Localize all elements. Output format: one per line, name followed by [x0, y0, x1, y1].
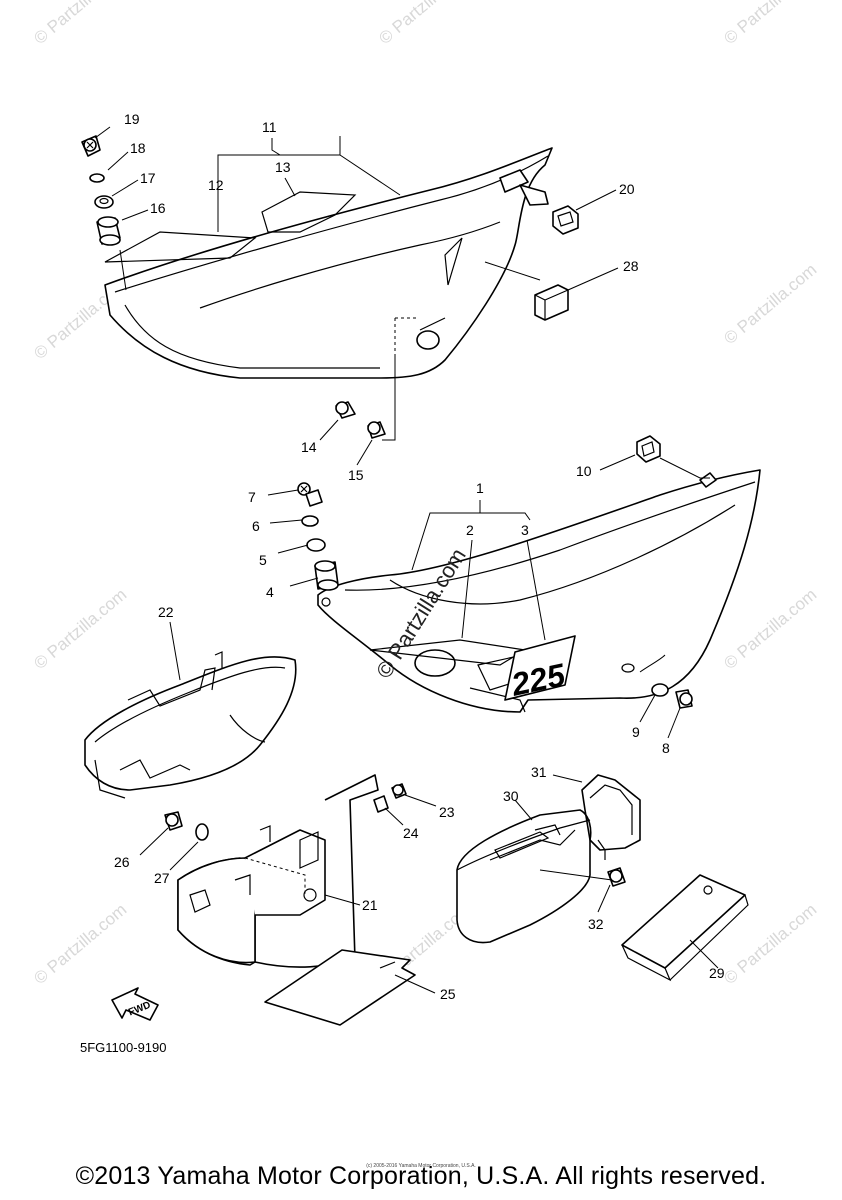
hardware-14-15 — [335, 401, 386, 439]
copyright-notice: ©2013 Yamaha Motor Corporation, U.S.A. A… — [75, 1162, 767, 1190]
left-side-cover — [104, 147, 553, 379]
watermark: © Partzilla.com — [720, 0, 820, 48]
callout-8: 8 — [662, 740, 670, 756]
callout-3: 3 — [521, 522, 529, 538]
watermark: © Partzilla.com — [720, 585, 820, 673]
callout-18: 18 — [130, 140, 146, 156]
callout-22: 22 — [158, 604, 174, 620]
callout-21: 21 — [362, 897, 378, 913]
band-part-31 — [581, 774, 641, 860]
damper-part-28 — [534, 284, 569, 321]
callout-4: 4 — [266, 584, 274, 600]
callout-26: 26 — [114, 854, 130, 870]
grommet-part-20 — [552, 205, 579, 235]
callout-10: 10 — [576, 463, 592, 479]
hardware-23-27 — [164, 783, 407, 841]
leader-lines — [94, 126, 719, 994]
callout-5: 5 — [259, 552, 267, 568]
diagram-reference-code: 5FG1100-9190 — [80, 1040, 167, 1055]
watermark: © Partzilla.com — [720, 900, 820, 988]
callout-labels: 1 2 3 4 5 6 7 8 9 10 11 12 13 14 15 16 1… — [114, 111, 725, 1002]
callout-15: 15 — [348, 467, 364, 483]
pad-part-29 — [621, 874, 749, 982]
right-side-cover — [317, 469, 761, 713]
watermark: © Partzilla.com — [30, 585, 130, 673]
bolt-part-32 — [607, 867, 626, 887]
tool-case-part-30 — [456, 809, 592, 944]
callout-1: 1 — [476, 480, 484, 496]
callout-16: 16 — [150, 200, 166, 216]
watermark: © Partzilla.com — [30, 0, 130, 48]
callout-7: 7 — [248, 489, 256, 505]
callout-6: 6 — [252, 518, 260, 534]
bracket-part-22 — [84, 651, 297, 799]
hardware-4-7 — [297, 482, 339, 591]
callout-12: 12 — [208, 177, 224, 193]
callout-32: 32 — [588, 916, 604, 932]
fwd-arrow-icon: FWD — [111, 987, 159, 1021]
callout-31: 31 — [531, 764, 547, 780]
callout-23: 23 — [439, 804, 455, 820]
battery-box-part-21 — [177, 774, 379, 968]
callout-27: 27 — [154, 870, 170, 886]
hardware-8-10 — [621, 435, 693, 709]
callout-20: 20 — [619, 181, 635, 197]
callout-2: 2 — [466, 522, 474, 538]
callout-29: 29 — [709, 965, 725, 981]
callout-11: 11 — [262, 119, 277, 135]
callout-13: 13 — [275, 159, 291, 175]
callout-14: 14 — [301, 439, 317, 455]
callout-19: 19 — [124, 111, 140, 127]
callout-24: 24 — [403, 825, 419, 841]
sheet-part-25 — [264, 949, 416, 1026]
callout-30: 30 — [503, 788, 519, 804]
hardware-16-19 — [81, 135, 121, 246]
callout-28: 28 — [623, 258, 639, 274]
callout-25: 25 — [440, 986, 456, 1002]
watermark: © Partzilla.com — [720, 260, 820, 348]
callout-17: 17 — [140, 170, 156, 186]
watermark: © Partzilla.com — [30, 900, 130, 988]
small-copyright: (c) 2005-2016 Yamaha Motor Corporation, … — [366, 1163, 476, 1169]
callout-9: 9 — [632, 724, 640, 740]
watermark: © Partzilla.com — [375, 0, 475, 48]
